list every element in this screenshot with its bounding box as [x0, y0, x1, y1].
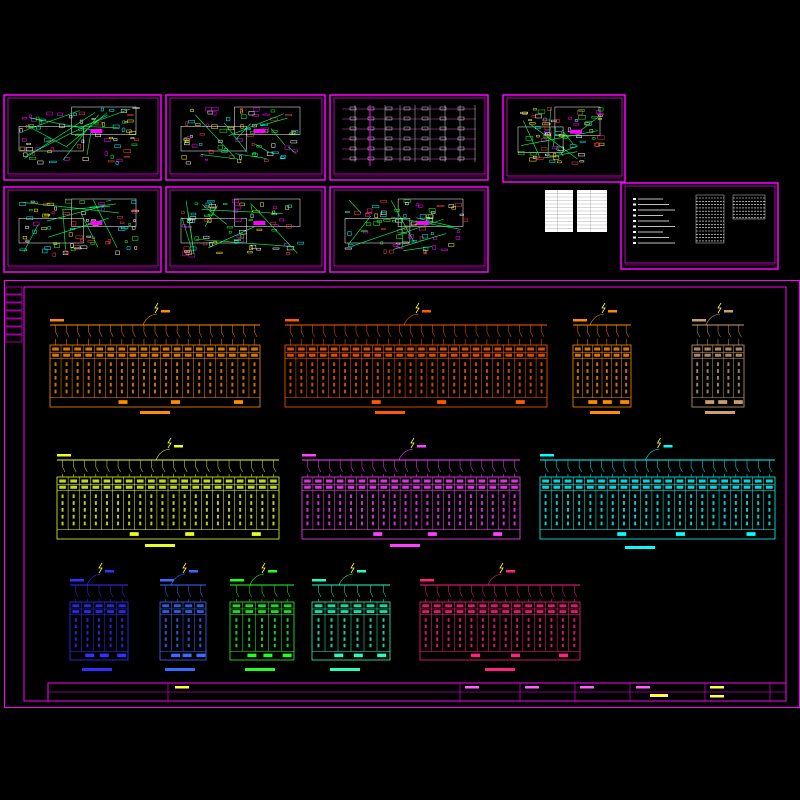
feeder-tag — [506, 570, 515, 573]
feeder-tag — [189, 570, 198, 573]
feeder-tag — [608, 310, 617, 313]
thumbnail-system-diagram — [329, 94, 489, 181]
thumbnail-notes-tables — [545, 190, 607, 232]
panel-label — [375, 411, 405, 414]
panel-5 — [56, 437, 280, 547]
thumbnail-legend-sheet — [620, 182, 779, 270]
thumbnail-floor-plan-small — [502, 94, 626, 183]
panel-4 — [691, 302, 745, 414]
feeder-tag — [422, 310, 431, 313]
bus-tag — [50, 319, 64, 322]
feeder-tag — [161, 310, 170, 313]
lightning-icon — [601, 302, 606, 314]
lightning-icon — [350, 562, 355, 574]
bus-tag — [285, 319, 299, 322]
revision-cell — [5, 334, 23, 343]
panel-label — [165, 668, 195, 671]
panel-label — [485, 668, 515, 671]
thumbnail-floor-plan-3 — [3, 186, 162, 273]
bus-tag — [420, 579, 434, 582]
thumbnail-floor-plan-2 — [165, 94, 326, 181]
bus-tag — [70, 579, 84, 582]
lightning-icon — [656, 437, 662, 449]
title-block — [47, 682, 787, 702]
panel-label — [330, 668, 360, 671]
bus-tag — [230, 579, 244, 582]
revision-cell — [5, 294, 23, 303]
bus-tag — [573, 319, 587, 322]
thumbnail-floor-plan-4 — [165, 186, 326, 273]
panel-label — [140, 411, 170, 414]
lightning-icon — [167, 437, 172, 449]
panel-9 — [159, 562, 207, 671]
lightning-icon — [261, 562, 266, 574]
lightning-icon — [98, 562, 103, 574]
panel-6 — [301, 437, 521, 547]
panel-8 — [69, 562, 129, 671]
panel-label — [590, 411, 620, 414]
panel-label — [145, 544, 175, 547]
feeder-tag — [174, 445, 183, 448]
panel-1 — [49, 302, 261, 414]
panel-label — [82, 668, 112, 671]
panel-label — [705, 411, 735, 414]
feeder-tag — [105, 570, 114, 573]
lightning-icon — [182, 562, 187, 574]
revision-cell — [5, 318, 23, 327]
bus-tag — [57, 454, 71, 457]
panel-label — [245, 668, 275, 671]
revision-cell — [5, 326, 23, 335]
lightning-icon — [415, 302, 420, 314]
feeder-tag — [357, 570, 366, 573]
panel-7 — [539, 437, 776, 549]
feeder-tag — [663, 445, 673, 448]
bus-tag — [540, 454, 554, 457]
feeder-tag — [724, 310, 733, 313]
panel-label — [625, 546, 655, 549]
lightning-icon — [499, 562, 504, 574]
bus-tag — [160, 579, 174, 582]
bus-tag — [312, 579, 326, 582]
bus-tag — [692, 319, 706, 322]
panel-11 — [311, 562, 391, 671]
bus-tag — [302, 454, 316, 457]
lightning-icon — [154, 302, 159, 314]
panel-10 — [229, 562, 295, 671]
thumbnail-floor-plan-1 — [3, 94, 162, 181]
panel-2 — [284, 302, 548, 414]
panel-12 — [419, 562, 581, 671]
lightning-icon — [717, 302, 722, 314]
feeder-tag — [268, 570, 277, 573]
panel-label — [390, 544, 420, 547]
feeder-tag — [417, 445, 426, 448]
revision-cell — [5, 310, 23, 319]
panel-3 — [572, 302, 632, 414]
lightning-icon — [410, 437, 415, 449]
revision-cell — [5, 302, 23, 311]
revision-cell — [5, 286, 23, 295]
thumbnail-floor-plan-5 — [329, 186, 489, 273]
